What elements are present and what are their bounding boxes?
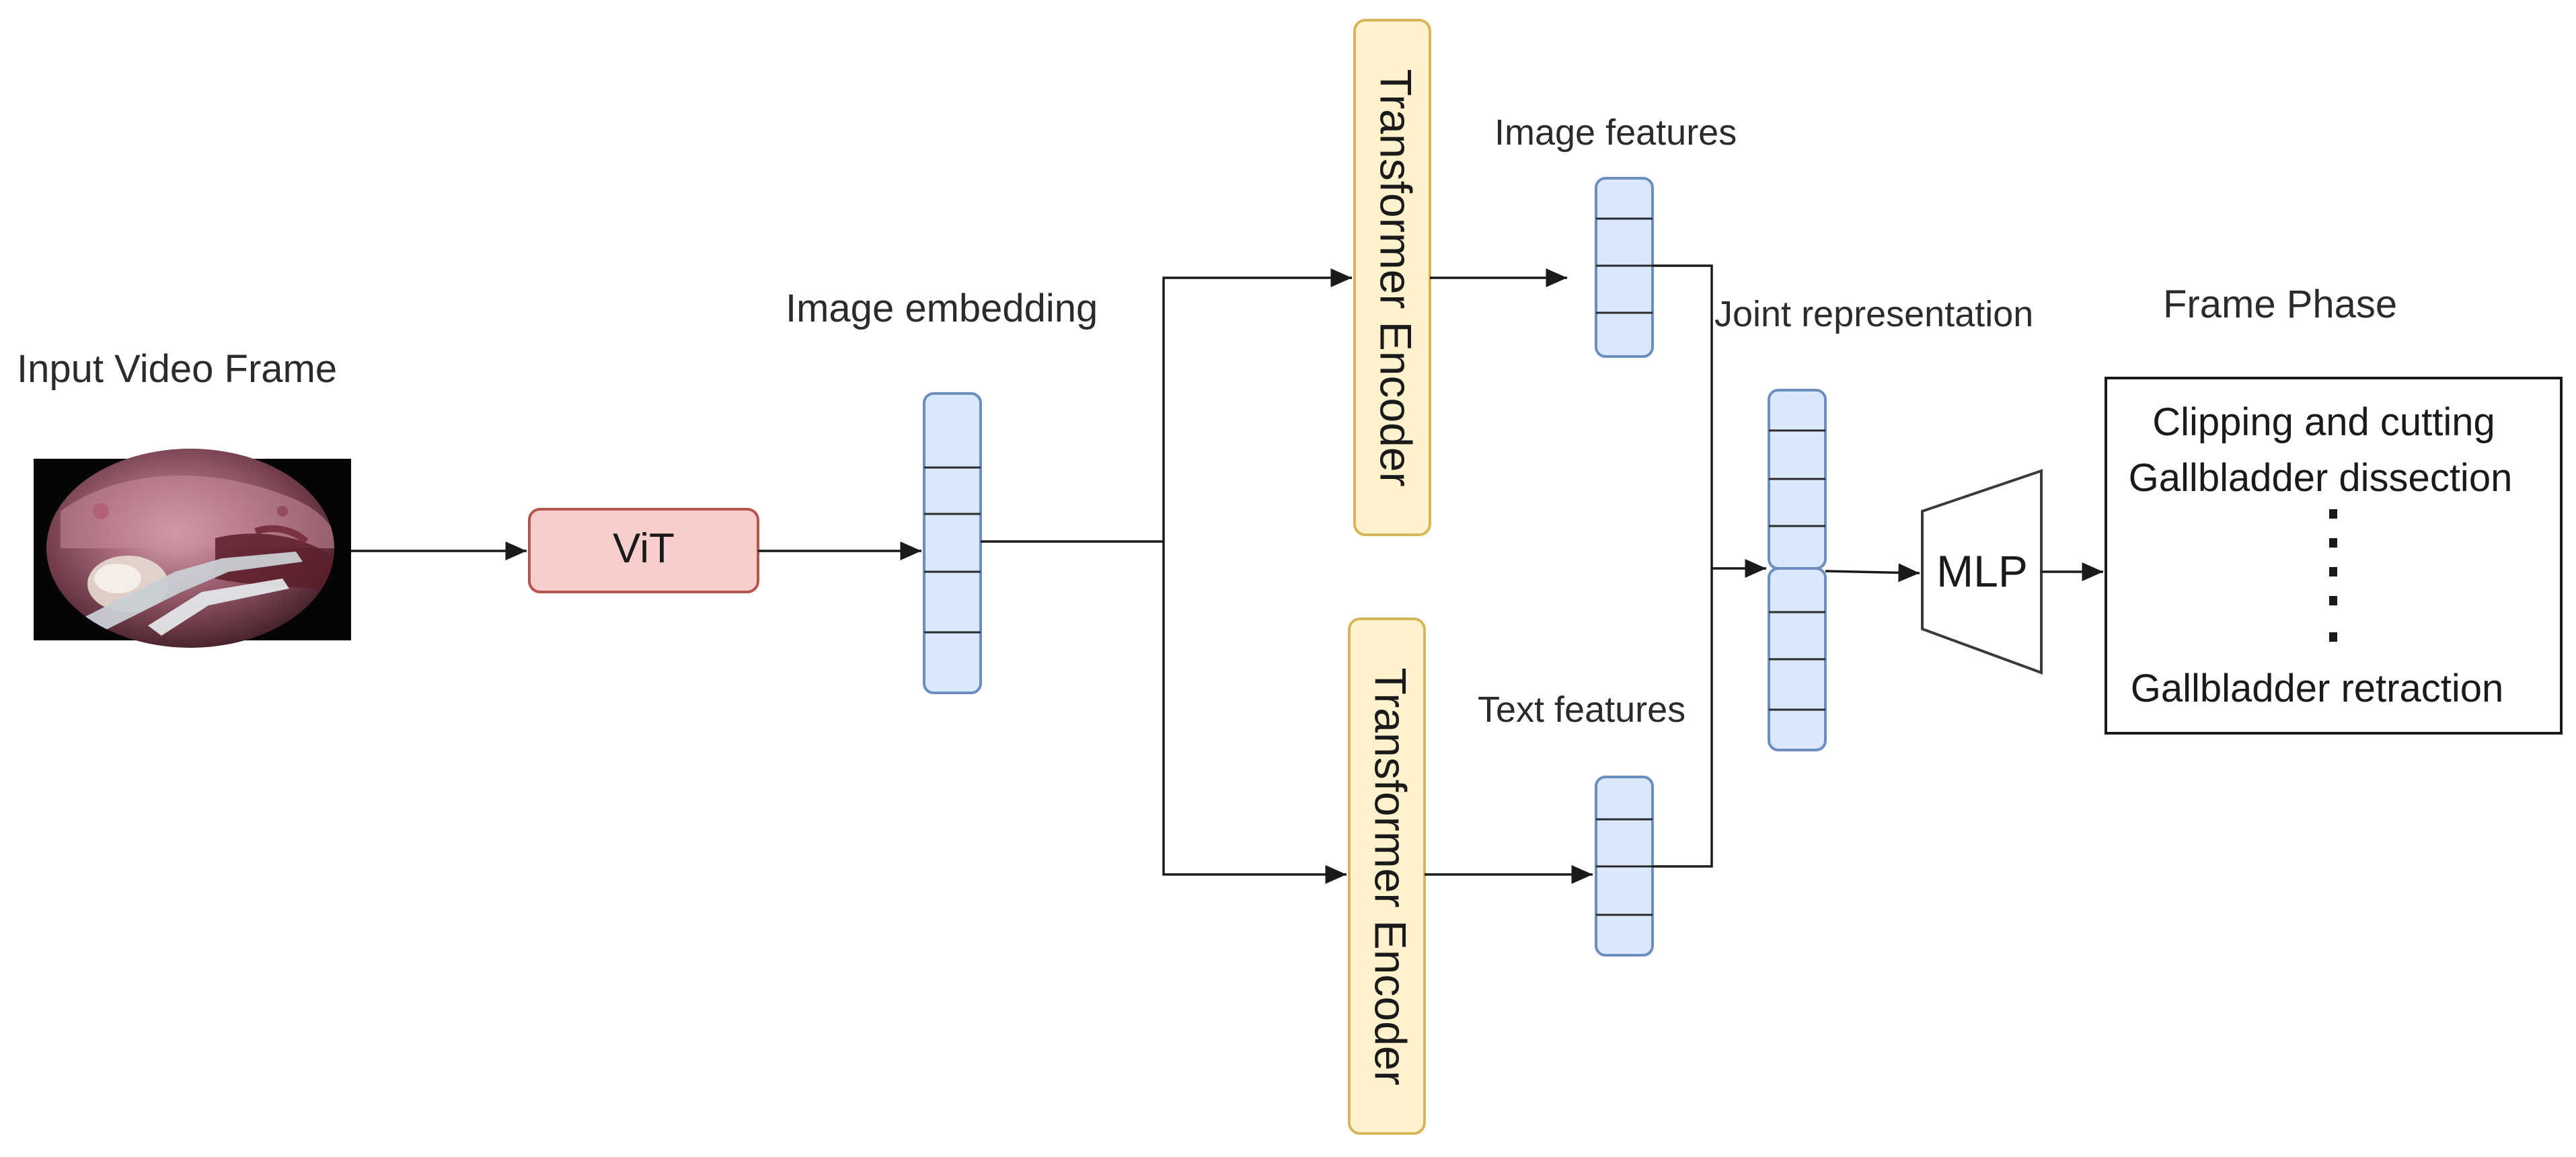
edge-to-encoder-bottom — [1162, 542, 1347, 884]
phase-ellipsis — [2329, 509, 2337, 642]
phase-item-gallbladder-retraction: Gallbladder retraction — [2131, 667, 2504, 710]
text-features-vector — [1595, 776, 1654, 957]
image-embedding-label: Image embedding — [786, 287, 1098, 330]
transformer-encoder-top-label: Transformer Encoder — [1371, 69, 1421, 486]
frame-phase-box — [2105, 377, 2563, 735]
frame-phase-label: Frame Phase — [2163, 283, 2397, 326]
edge-image-features-to-joint — [1653, 264, 1766, 578]
joint-representation-label: Joint representation — [1714, 294, 2033, 334]
input-video-frame-label: Input Video Frame — [17, 347, 337, 391]
phase-item-clipping: Clipping and cutting — [2152, 400, 2495, 444]
transformer-encoder-bottom-label: Transformer Encoder — [1366, 667, 1416, 1085]
input-video-frame-image — [34, 449, 351, 648]
transformer-encoder-bottom — [1348, 618, 1426, 1135]
image-embedding-vector — [923, 392, 982, 694]
edge-to-encoder-top — [1162, 268, 1352, 542]
text-features-label: Text features — [1478, 689, 1685, 730]
phase-item-gallbladder-dissection: Gallbladder dissection — [2129, 456, 2513, 500]
mlp-label: MLP — [1936, 546, 2028, 596]
mlp-block — [1921, 469, 2043, 675]
image-features-vector — [1595, 177, 1654, 358]
edge-joint-to-mlp — [1825, 563, 1920, 583]
vit-label: ViT — [613, 525, 675, 572]
image-features-label: Image features — [1494, 112, 1737, 153]
edge-text-features-to-joint — [1653, 568, 1713, 868]
connections — [351, 264, 2103, 884]
joint-representation-vector — [1768, 389, 1827, 751]
